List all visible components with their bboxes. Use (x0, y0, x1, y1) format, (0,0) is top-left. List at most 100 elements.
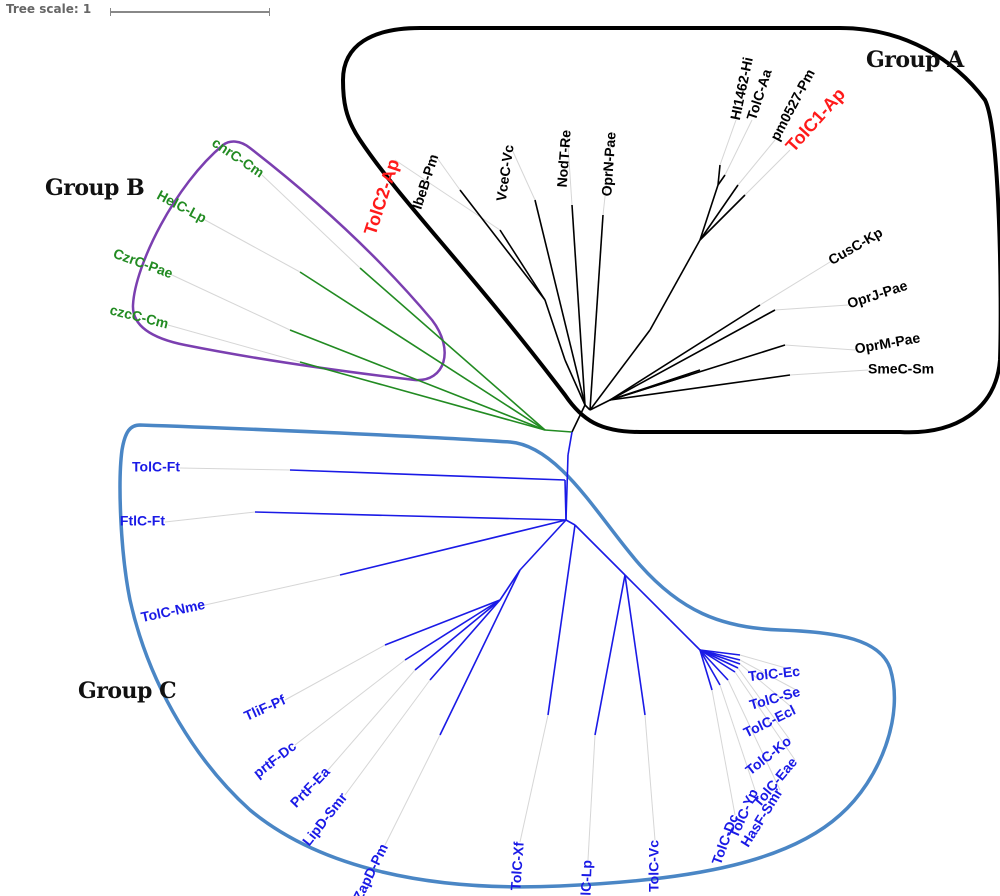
internal-branch-c-6 (624, 574, 671, 621)
leaf-label-smec-sm: SmeC-Sm (868, 361, 934, 377)
internal-branch-a-8 (699, 184, 719, 241)
guide-tolc-aa (724, 119, 753, 176)
guide-cusc-kp (759, 261, 831, 306)
branch-oprm-pae (609, 344, 786, 401)
guide-tolc-nme (204, 574, 341, 606)
internal-branch-a-4 (564, 359, 586, 406)
guide-tolc-ko (737, 667, 791, 741)
guide-prtf-ea (327, 669, 416, 771)
guide-vcec-vc (509, 144, 536, 201)
tree-branches (254, 164, 791, 736)
leaf-label-ibeb-pm: IbeB-Pm (409, 152, 442, 211)
guide-tolc-ec (739, 654, 801, 673)
guide-prtf-dc (294, 659, 406, 746)
leaf-label-prtf-dc: prtF-Dc (250, 738, 299, 781)
internal-branch-c-8 (519, 519, 567, 571)
internal-branch-a-2 (584, 404, 591, 411)
branch-tolc-xf (547, 524, 576, 716)
branch-czcc-cm (299, 361, 546, 431)
branch-oprj-pae (609, 309, 776, 401)
guide-tolc-eae (734, 671, 796, 761)
tree-scale-label: Tree scale: 1 (6, 2, 92, 16)
guide-zapd-pm (384, 734, 441, 846)
guide-tolc-ecl (739, 663, 796, 711)
leaf-label-oprn-pae: OprN-Pae (598, 131, 618, 197)
branch-tolc-lp (594, 574, 626, 736)
guide-tolc-ft (179, 467, 291, 471)
leaf-label-tolc-xf: TolC-Xf (507, 841, 526, 891)
internal-branch-c-7 (669, 619, 701, 651)
group-outlines (118, 26, 1000, 889)
branch-tolc-aa (717, 174, 726, 186)
leaf-label-tolc-lp: TolC-Lp (577, 860, 595, 896)
branch-tolc-ft (289, 469, 566, 481)
internal-branch-a-3 (589, 399, 611, 411)
leaf-label-nodt-re: NodT-Re (554, 129, 574, 188)
internal-branch-c-5 (574, 524, 626, 576)
leaf-label-ftlc-ft: FtlC-Ft (120, 513, 165, 529)
guide-tolc-se (739, 659, 801, 693)
leaf-label-czcc-cm: czcC-Cm (108, 301, 170, 331)
internal-branch-a-5 (544, 299, 566, 361)
guide-tolc-vc (644, 714, 656, 841)
guide-oprn-pae (602, 131, 613, 216)
guide-hasf-smr (727, 679, 781, 791)
branch-tolc-se (699, 649, 741, 661)
guide-hi1462-hi (719, 119, 737, 166)
group-a-label: Group A (866, 47, 965, 73)
branch-cnrc-cm (359, 267, 546, 431)
branch-hasf-smr (699, 649, 729, 681)
branch-ftlc-ft (254, 511, 567, 521)
branch-tolc-eae (699, 649, 736, 673)
internal-branch-a-7 (649, 239, 701, 331)
branch-cusc-kp (609, 304, 761, 401)
branch-tolc-yp (699, 649, 721, 686)
internal-branch-a-1 (571, 404, 586, 433)
group-c-label: Group C (78, 678, 176, 704)
guide-tolc-yp (719, 684, 756, 791)
group-c-outline (118, 423, 897, 889)
internal-branch-c-4 (565, 519, 576, 526)
branch-zapd-pm (439, 569, 521, 736)
guide-ftlc-ft (164, 511, 256, 523)
group-a-outline (341, 26, 1000, 435)
branch-nodt-re (571, 204, 586, 406)
leaf-label-tolc-vc: TolC-Vc (646, 840, 662, 892)
branch-tolc-vc (624, 574, 646, 716)
branch-prtf-ea (414, 599, 501, 671)
guide-tolc-lp (587, 734, 596, 861)
branch-hi1462-hi (717, 164, 721, 186)
leaf-label-oprm-pae: OprM-Pae (853, 329, 921, 356)
group-labels: Group A Group B Group C (45, 47, 966, 704)
leaf-label-cusc-kp: CusC-Kp (825, 224, 885, 268)
branch-czrc-pae (289, 329, 546, 431)
guide-oprm-pae (784, 344, 856, 351)
guide-tolc1-ap (744, 149, 791, 196)
guide-czrc-pae (171, 274, 291, 331)
leaf-label-oprj-pae: OprJ-Pae (845, 277, 909, 312)
guide-tlif-pf (284, 644, 386, 701)
branch-tolc-ec (699, 649, 741, 656)
branch-prtf-dc (404, 599, 501, 661)
guide-lipd-smr (344, 679, 431, 796)
guide-helc-lp (204, 219, 301, 273)
group-b-outline (131, 140, 446, 382)
guide-oprj-pae (774, 304, 849, 311)
branch-tlif-pf (384, 599, 501, 646)
leaf-label-vcec-vc: VceC-Vc (493, 144, 517, 203)
branch-pm0527-pm (699, 184, 739, 241)
leaf-label-tolc-nme: TolC-Nme (139, 596, 206, 625)
branch-ibeb-pm (459, 189, 546, 301)
internal-branch-c-9 (499, 569, 521, 601)
leaf-guide-lines (164, 119, 869, 861)
internal-branch-c-3 (564, 479, 567, 521)
branch-tolc2-ap (499, 229, 546, 301)
guide-tolc2-ap (394, 159, 501, 231)
tree-scale-bar (110, 8, 270, 16)
internal-branch-c-1 (567, 431, 573, 456)
group-b-label: Group B (45, 175, 144, 201)
branch-oprn-pae (589, 214, 604, 411)
guide-ibeb-pm (434, 154, 461, 191)
